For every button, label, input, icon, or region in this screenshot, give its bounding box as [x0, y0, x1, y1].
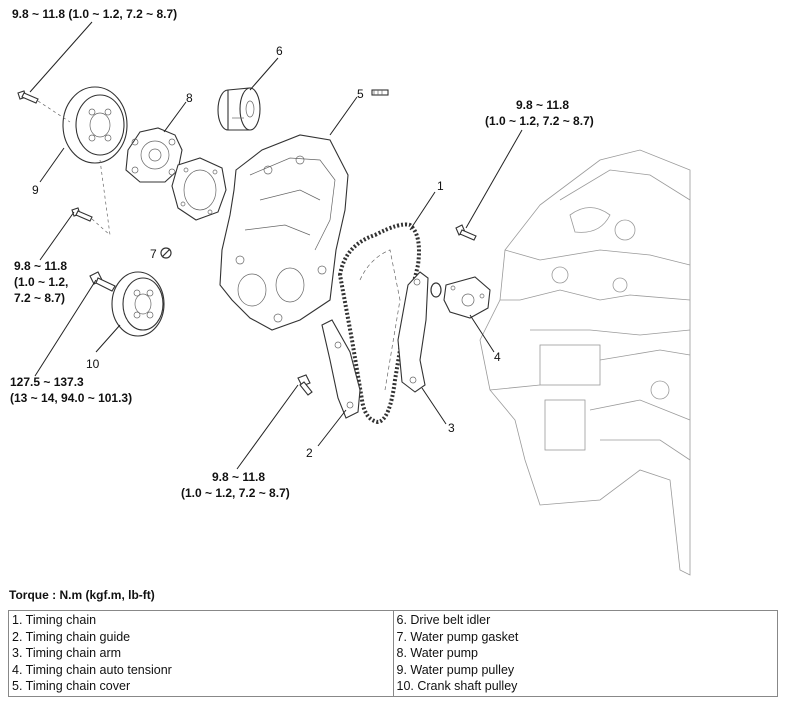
callout-6: 6: [276, 44, 283, 58]
legend-item: 4. Timing chain auto tensionr: [12, 662, 172, 677]
legend-item: 9. Water pump pulley: [396, 662, 515, 677]
legend-item: 7. Water pump gasket: [396, 629, 519, 644]
water-pump-pulley-drawing: [62, 86, 128, 164]
callout-8: 8: [186, 91, 193, 105]
parts-legend-table: 1. Timing chain 2. Timing chain guide 3.…: [8, 610, 778, 697]
torque-label-left-mid-line2: (1.0 ~ 1.2,: [14, 275, 68, 289]
legend-row: 1. Timing chain 2. Timing chain guide 3.…: [8, 610, 778, 697]
torque-label-bottom-line2: (1.0 ~ 1.2, 7.2 ~ 8.7): [181, 486, 290, 500]
torque-label-top-left: 9.8 ~ 11.8 (1.0 ~ 1.2, 7.2 ~ 8.7): [12, 7, 177, 21]
exploded-view-diagram: 9.8 ~ 11.8 (1.0 ~ 1.2, 7.2 ~ 8.7) 9.8 ~ …: [10, 7, 691, 576]
callout-2: 2: [306, 446, 313, 460]
torque-label-left-mid-line1: 9.8 ~ 11.8: [14, 259, 67, 273]
crank-bolt: [89, 271, 116, 292]
water-pump-gasket-drawing: [171, 157, 227, 221]
legend-item: 1. Timing chain: [12, 613, 97, 627]
legend-item: 6. Drive belt idler: [396, 613, 491, 627]
timing-chain-drawing: [337, 222, 421, 425]
bolt-left-mid: [71, 207, 93, 222]
callout-7: 7: [150, 247, 157, 261]
callout-5: 5: [357, 87, 364, 101]
drive-belt-idler-drawing: [217, 87, 261, 131]
timing-chain-arm-drawing: [397, 271, 429, 393]
callout-4: 4: [494, 350, 501, 364]
bolt-right: [455, 224, 477, 241]
legend-item: 2. Timing chain guide: [12, 629, 131, 644]
legend-item: 3. Timing chain arm: [12, 646, 122, 660]
water-pump-drawing: [125, 127, 183, 183]
legend-item: 8. Water pump: [396, 646, 479, 660]
timing-chain-guide-drawing: [321, 319, 361, 419]
callout-10: 10: [86, 357, 100, 371]
torque-label-crank-line1: 127.5 ~ 137.3: [10, 375, 84, 389]
torque-label-right-line1: 9.8 ~ 11.8: [516, 98, 569, 112]
torque-label-bottom-line1: 9.8 ~ 11.8: [212, 470, 265, 484]
bolt-guide: [297, 374, 313, 396]
legend-cell-right: 6. Drive belt idler 7. Water pump gasket…: [392, 610, 778, 697]
callout-1: 1: [437, 179, 444, 193]
engine-block-outline: [479, 149, 691, 576]
legend-item: 10. Crank shaft pulley: [396, 679, 518, 693]
bolt-top-left: [17, 90, 39, 104]
torque-label-left-mid-line3: 7.2 ~ 8.7): [14, 291, 65, 305]
timing-chain-cover-drawing: [219, 134, 349, 331]
crank-shaft-pulley-drawing: [111, 271, 165, 337]
no-reuse-symbol: [160, 247, 172, 259]
small-bolt-5: [371, 89, 389, 96]
auto-tensioner-drawing: [430, 276, 491, 319]
callout-9: 9: [32, 183, 39, 197]
leader-lines: [29, 21, 523, 470]
legend-cell-left: 1. Timing chain 2. Timing chain guide 3.…: [8, 610, 394, 697]
torque-heading: Torque : N.m (kgf.m, lb-ft): [9, 588, 155, 602]
torque-label-crank-line2: (13 ~ 14, 94.0 ~ 101.3): [10, 391, 132, 405]
torque-label-right-line2: (1.0 ~ 1.2, 7.2 ~ 8.7): [485, 114, 594, 128]
legend-item: 5. Timing chain cover: [12, 679, 131, 693]
callout-3: 3: [448, 421, 455, 435]
